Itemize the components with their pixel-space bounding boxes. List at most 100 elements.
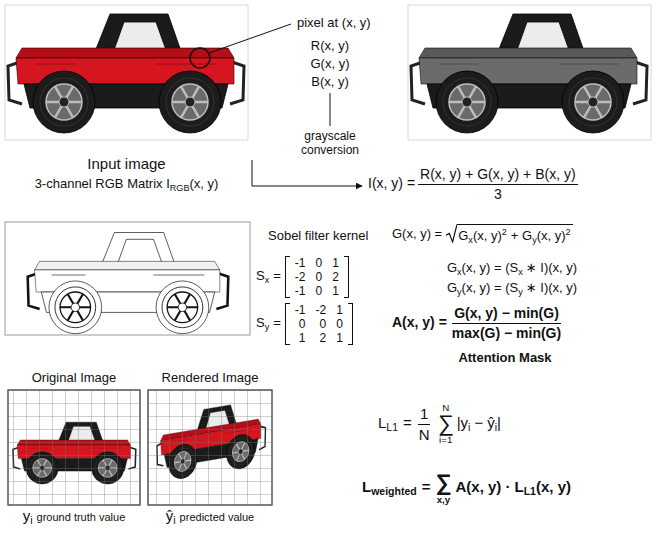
formula-row: pixel at (x, y) (297, 15, 371, 31)
matrix-cell: 2 (327, 270, 344, 284)
formula-text: (x, y) (537, 228, 566, 243)
formula-text: B(x, y) (311, 74, 349, 89)
formula-text: grayscale conversion (301, 129, 359, 157)
sum-limit: x,y (437, 495, 451, 505)
caption-line: yiground truth value (8, 507, 140, 527)
formula-text: RGB (170, 183, 190, 193)
formula-text: x (468, 235, 473, 245)
formula-row: Sy=-1-21000121 (256, 303, 353, 345)
formula-text: S (256, 268, 265, 283)
matrix-bracket (285, 256, 290, 298)
formula-text: 2 (502, 227, 507, 237)
denominator: N (417, 425, 432, 444)
formula-text: i (495, 421, 497, 433)
formula-text: ∗ I)(x, y) (526, 260, 577, 275)
matrix-cell: -1 (290, 256, 311, 270)
numerator: 1 (418, 405, 430, 425)
formula-text: = (403, 414, 412, 431)
caption-line: Original Image (8, 370, 140, 386)
fraction: 1N (417, 405, 432, 444)
formula-row: Sobel filter kernel (268, 228, 368, 244)
numerator: G(x, y) − min(G) (452, 305, 561, 324)
fraction: G(x, y) − min(G) max(G) − min(G) (450, 305, 563, 342)
summation: ∑x,y (435, 472, 451, 504)
leader-line (209, 24, 291, 53)
radical-sign (446, 224, 457, 243)
edge-image-frame (5, 222, 250, 335)
matrix-cell: 0 (310, 270, 327, 284)
matrix-cell: 0 (310, 256, 327, 270)
formula-text: Original Image (32, 370, 117, 385)
formula-text: i (173, 514, 175, 526)
leader-line (330, 93, 331, 126)
formula-text: I(x, y) = (368, 175, 415, 191)
formula-text: G(x, y) (311, 56, 350, 71)
formula-text: x (457, 267, 462, 277)
sum-sign: ∑ (438, 413, 454, 436)
matrix: -101-202-101 (285, 256, 349, 298)
matrix-cell: 2 (310, 331, 331, 345)
formula-text: (x, y) = (S (462, 280, 519, 295)
matrix-cell: 1 (327, 284, 344, 298)
matrix-cell: -1 (290, 284, 311, 298)
sum-limit: i=1 (439, 435, 452, 445)
formula-text: N (419, 426, 430, 443)
formula-text: + G (511, 228, 532, 243)
formula-text: (x, y) (536, 478, 571, 495)
formula-text: G(x, y) − min(G) (454, 305, 559, 321)
formula-text: y (23, 507, 31, 524)
formula-text: (x, y) = (S (462, 260, 519, 275)
fraction: R(x, y) + G(x, y) + B(x, y)3 (418, 166, 578, 203)
formula-text: L (378, 414, 386, 431)
formula-text: G (447, 280, 457, 295)
matrix-cells: -1-21000121 (290, 303, 348, 345)
formula-text: (x, y) (189, 176, 218, 191)
formula-row: G(x, y) =Gx(x, y)2+ Gy(x, y)2 (392, 224, 573, 246)
formula-text: y (457, 287, 462, 297)
formula-row: Sx=-101-202-101 (256, 256, 349, 298)
formula-text: pixel at (x, y) (297, 15, 371, 30)
denominator: max(G) − min(G) (450, 324, 563, 342)
matrix-cell: -2 (290, 270, 311, 284)
formula-text: y (518, 287, 523, 297)
matrix-cell: 1 (331, 331, 348, 345)
matrix-cell: 0 (290, 317, 311, 331)
pixel-marker (190, 48, 210, 68)
formula-row: Gx(x, y) = (Sx∗ I)(x, y) (447, 260, 577, 278)
matrix-cell: -2 (310, 303, 331, 317)
formula-text: Attention Mask (458, 350, 551, 365)
input-image-panel: Input image3-channel RGB Matrix IRGB(x, … (5, 5, 248, 194)
formula-text: L (362, 478, 371, 495)
formula-text: weighted (371, 485, 417, 497)
formula-row: Lweighted=∑x,yA(x, y) ·LL1(x, y) (362, 472, 571, 504)
pixel-grid (148, 390, 272, 505)
formula-text: G (447, 260, 457, 275)
radicand: Gx(x, y)2+ Gy(x, y)2 (457, 224, 572, 246)
formula-text: R(x, y) (311, 38, 349, 53)
robot-car-photo (8, 14, 244, 133)
pixel-grid (8, 390, 140, 505)
formula-text: ground truth value (37, 511, 126, 523)
formula-text: ŷ (166, 507, 174, 524)
formula-text: L1 (524, 485, 536, 497)
formula-text: G(x, y) = (392, 226, 442, 241)
formula-text: i (468, 421, 470, 433)
formula-text: L (515, 478, 524, 495)
original-image-panel: Original Image yiground truth value (8, 370, 140, 526)
formula-text: L1 (386, 421, 398, 433)
caption-line: ŷipredicted value (146, 507, 274, 527)
formula-row: Attention Mask (458, 350, 551, 366)
matrix-cell: 0 (310, 284, 327, 298)
image-frame (148, 390, 272, 505)
formula-text: Sobel filter kernel (268, 228, 368, 243)
formula-row: I(x, y) =R(x, y) + G(x, y) + B(x, y)3 (368, 166, 581, 203)
sum-sign: ∑ (435, 472, 451, 495)
rendered-image-panel: Rendered Image ŷipredicted value (146, 370, 274, 526)
formula-text: y (532, 235, 537, 245)
caption-line: 3-channel RGB Matrix IRGB(x, y) (5, 176, 248, 194)
formula-text: Rendered Image (162, 370, 259, 385)
formula-text: − (474, 414, 483, 431)
formula-text: ∗ I)(x, y) (526, 280, 577, 295)
matrix-bracket (344, 256, 349, 298)
formula-row: LL1=1NN∑i=1|yi−ŷi| (378, 403, 501, 445)
